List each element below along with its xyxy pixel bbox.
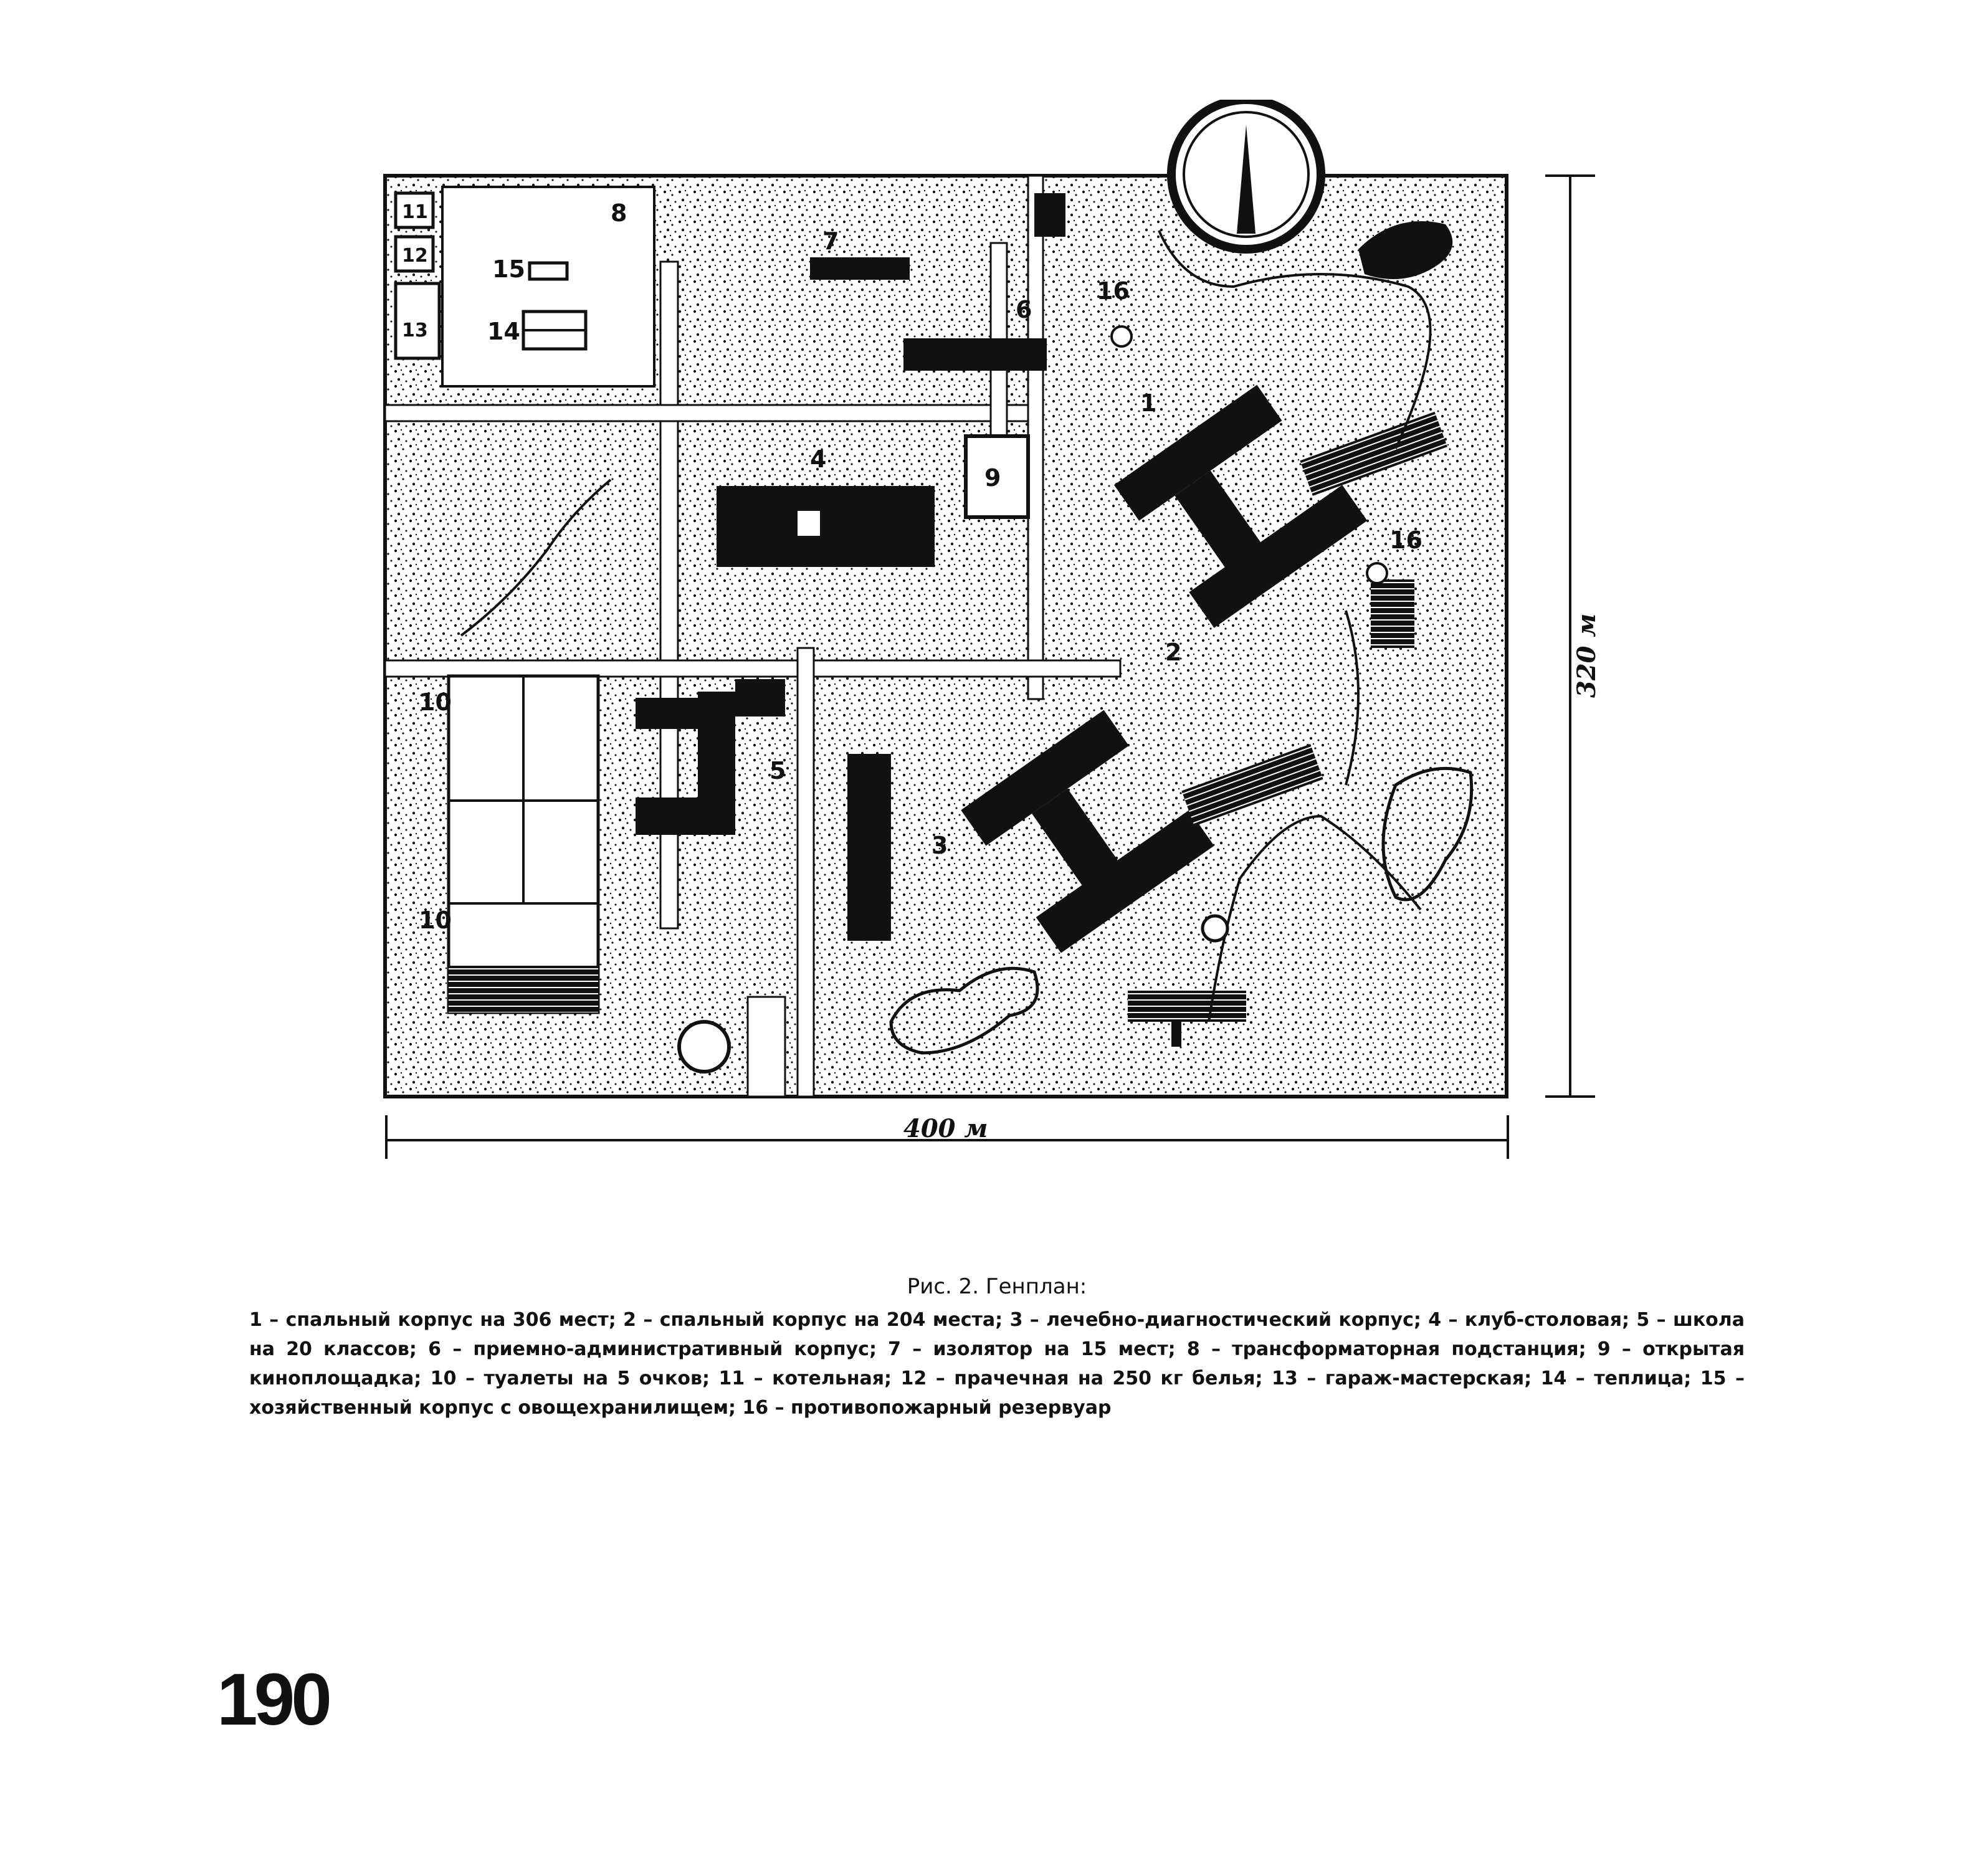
label-2: 2: [1165, 639, 1181, 666]
caption-title: Рис. 2. Генплан:: [907, 1274, 1087, 1299]
legend-item: 16 – противопожарный резервуар: [742, 1397, 1112, 1419]
footpaths: [460, 230, 1432, 1022]
building-7: [810, 257, 910, 280]
building-8: [1034, 193, 1065, 237]
dimension-width: [385, 1115, 1509, 1159]
page-number: 190: [217, 1659, 332, 1741]
building-3: [847, 754, 891, 941]
pond-s: [889, 966, 1039, 1055]
building-11: [394, 191, 435, 229]
legend-item: 9 – открытая киноплощадка;: [249, 1338, 1745, 1389]
label-16a: 16: [1097, 277, 1130, 305]
legend-item: 8 – трансформаторная подстанция;: [1186, 1338, 1586, 1360]
label-14: 14: [487, 318, 520, 345]
legend-item: 7 – изолятор на 15 мест;: [888, 1338, 1176, 1360]
figure-caption: Рис. 2. Генплан: 1 – спальный корпус на …: [249, 1274, 1745, 1422]
building-2-wing: [1181, 744, 1323, 826]
caption-legend: 1 – спальный корпус на 306 мест; 2 – спа…: [249, 1305, 1745, 1422]
site-plan: 1 2 3 4 5 6 7 8 9 10 10 11 12 13 14 15 1…: [383, 100, 1601, 1159]
pond-ne: [1358, 221, 1453, 279]
label-1: 1: [1140, 389, 1156, 417]
legend-item: 10 – туалеты на 5 очков;: [430, 1368, 710, 1389]
building-12: [394, 235, 435, 273]
building-e: [1371, 579, 1414, 648]
legend-item: 13 – гараж-мастерская;: [1272, 1368, 1532, 1389]
label-4: 4: [810, 445, 826, 473]
label-12: 12: [402, 245, 428, 267]
dimension-width-label: 400 м: [903, 1114, 988, 1143]
building-1-wing: [1300, 411, 1448, 496]
label-9: 9: [984, 464, 1001, 492]
legend-item: 5 – школа на 20 классов;: [249, 1309, 1745, 1360]
building-13: [394, 282, 441, 360]
label-10b: 10: [419, 907, 452, 934]
legend-item: 6 – приемно-административный корпус;: [428, 1338, 877, 1360]
building-5: [636, 679, 785, 835]
label-5: 5: [770, 757, 786, 784]
label-7: 7: [822, 227, 839, 255]
legend-item: 12 – прачечная на 250 кг белья;: [900, 1368, 1263, 1389]
legend-item: 4 – клуб-столовая;: [1428, 1309, 1629, 1331]
label-16b: 16: [1389, 526, 1422, 554]
legend-item: 11 – котельная;: [718, 1368, 892, 1389]
label-11: 11: [402, 201, 428, 223]
building-4: [717, 486, 935, 567]
amphitheater: [677, 1020, 731, 1074]
building-6: [903, 338, 1047, 371]
label-10a: 10: [419, 688, 452, 716]
dimension-height: [1545, 174, 1595, 1098]
label-6: 6: [1016, 296, 1032, 323]
building-se: [1128, 991, 1246, 1022]
cinema-9: [964, 434, 1030, 519]
pond-e: [1381, 766, 1474, 902]
utility-yard: [441, 186, 655, 388]
label-15: 15: [492, 255, 525, 283]
north-arrow-icon: [1167, 100, 1325, 254]
label-13: 13: [402, 320, 428, 341]
legend-item: 3 – лечебно-диагностический корпус;: [1009, 1309, 1421, 1331]
building-1: [1113, 384, 1368, 628]
legend-item: 1 – спальный корпус на 306 мест;: [249, 1309, 616, 1331]
building-15: [528, 261, 569, 281]
legend-item: 14 – теплица;: [1540, 1368, 1692, 1389]
building-2: [961, 710, 1214, 953]
label-8: 8: [611, 199, 627, 227]
label-3: 3: [932, 832, 948, 859]
label-16c: 16: [1122, 573, 1123, 574]
legend-item: 2 – спальный корпус на 204 места;: [623, 1309, 1003, 1331]
dimension-height-label: 320 м: [1572, 614, 1601, 698]
legend-item: 15 – хозяйственный корпус с овощехранили…: [249, 1368, 1745, 1419]
